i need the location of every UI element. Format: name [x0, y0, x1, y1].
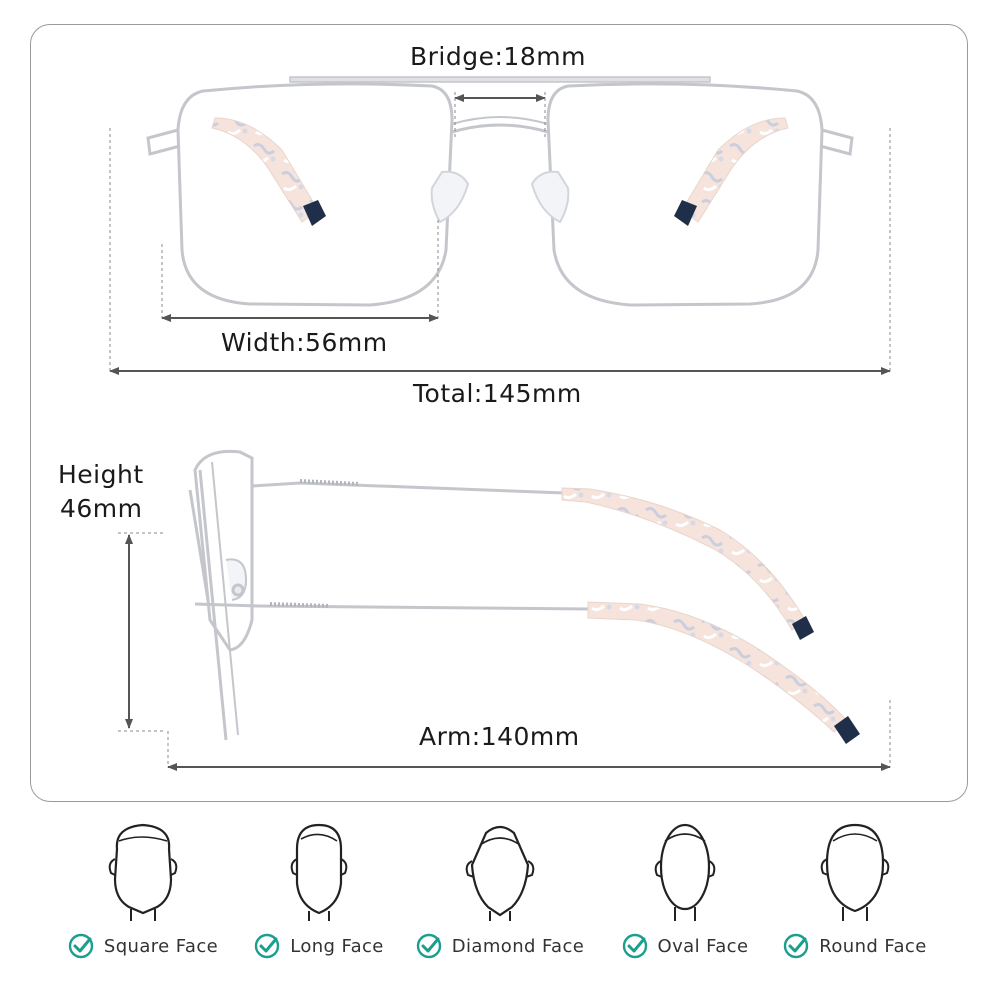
- face-caption: Round Face: [760, 933, 950, 959]
- check-icon: [416, 933, 441, 959]
- check-icon: [622, 933, 647, 959]
- dimension-panel: [30, 24, 968, 802]
- face-label: Square Face: [103, 935, 219, 957]
- arm-label: Arm:140mm: [419, 722, 580, 751]
- face-label: Round Face: [819, 935, 927, 957]
- square-face-icon: [108, 823, 178, 921]
- face-caption: Diamond Face: [405, 933, 595, 959]
- side-temple-tips: [561, 487, 860, 744]
- face-shape-square: Square Face: [48, 815, 238, 985]
- width-label: Width:56mm: [221, 328, 388, 357]
- face-shape-round: Round Face: [760, 815, 950, 985]
- check-icon: [784, 933, 809, 959]
- glasses-diagram: [109, 76, 891, 771]
- face-shape-oval: Oval Face: [590, 815, 780, 985]
- face-caption: Oval Face: [590, 933, 780, 959]
- side-view-glasses: [188, 449, 591, 741]
- height-label: Height: [58, 460, 144, 489]
- oval-face-icon: [654, 823, 716, 921]
- face-label: Long Face: [290, 935, 384, 957]
- diamond-face-icon: [465, 825, 535, 921]
- width-dimension: [161, 220, 439, 322]
- total-dimension: [109, 128, 891, 375]
- bridge-label: Bridge:18mm: [410, 42, 586, 71]
- face-caption: Long Face: [224, 933, 414, 959]
- front-view-glasses: [146, 76, 854, 307]
- face-label: Diamond Face: [451, 935, 585, 957]
- height-dimension: [118, 532, 166, 732]
- check-icon: [255, 933, 280, 959]
- bridge-dimension: [454, 92, 546, 140]
- face-shape-long: Long Face: [224, 815, 414, 985]
- round-face-icon: [820, 823, 890, 921]
- arm-dimension: [167, 700, 891, 771]
- long-face-icon: [290, 823, 348, 921]
- height-value: 46mm: [60, 494, 143, 523]
- face-shape-diamond: Diamond Face: [405, 815, 595, 985]
- check-icon: [68, 933, 94, 959]
- front-temple-tips: [211, 117, 789, 226]
- face-label: Oval Face: [657, 935, 749, 957]
- face-shape-list: Square Face Long Face: [0, 815, 1000, 985]
- face-caption: Square Face: [48, 933, 238, 959]
- total-label: Total:145mm: [413, 379, 582, 408]
